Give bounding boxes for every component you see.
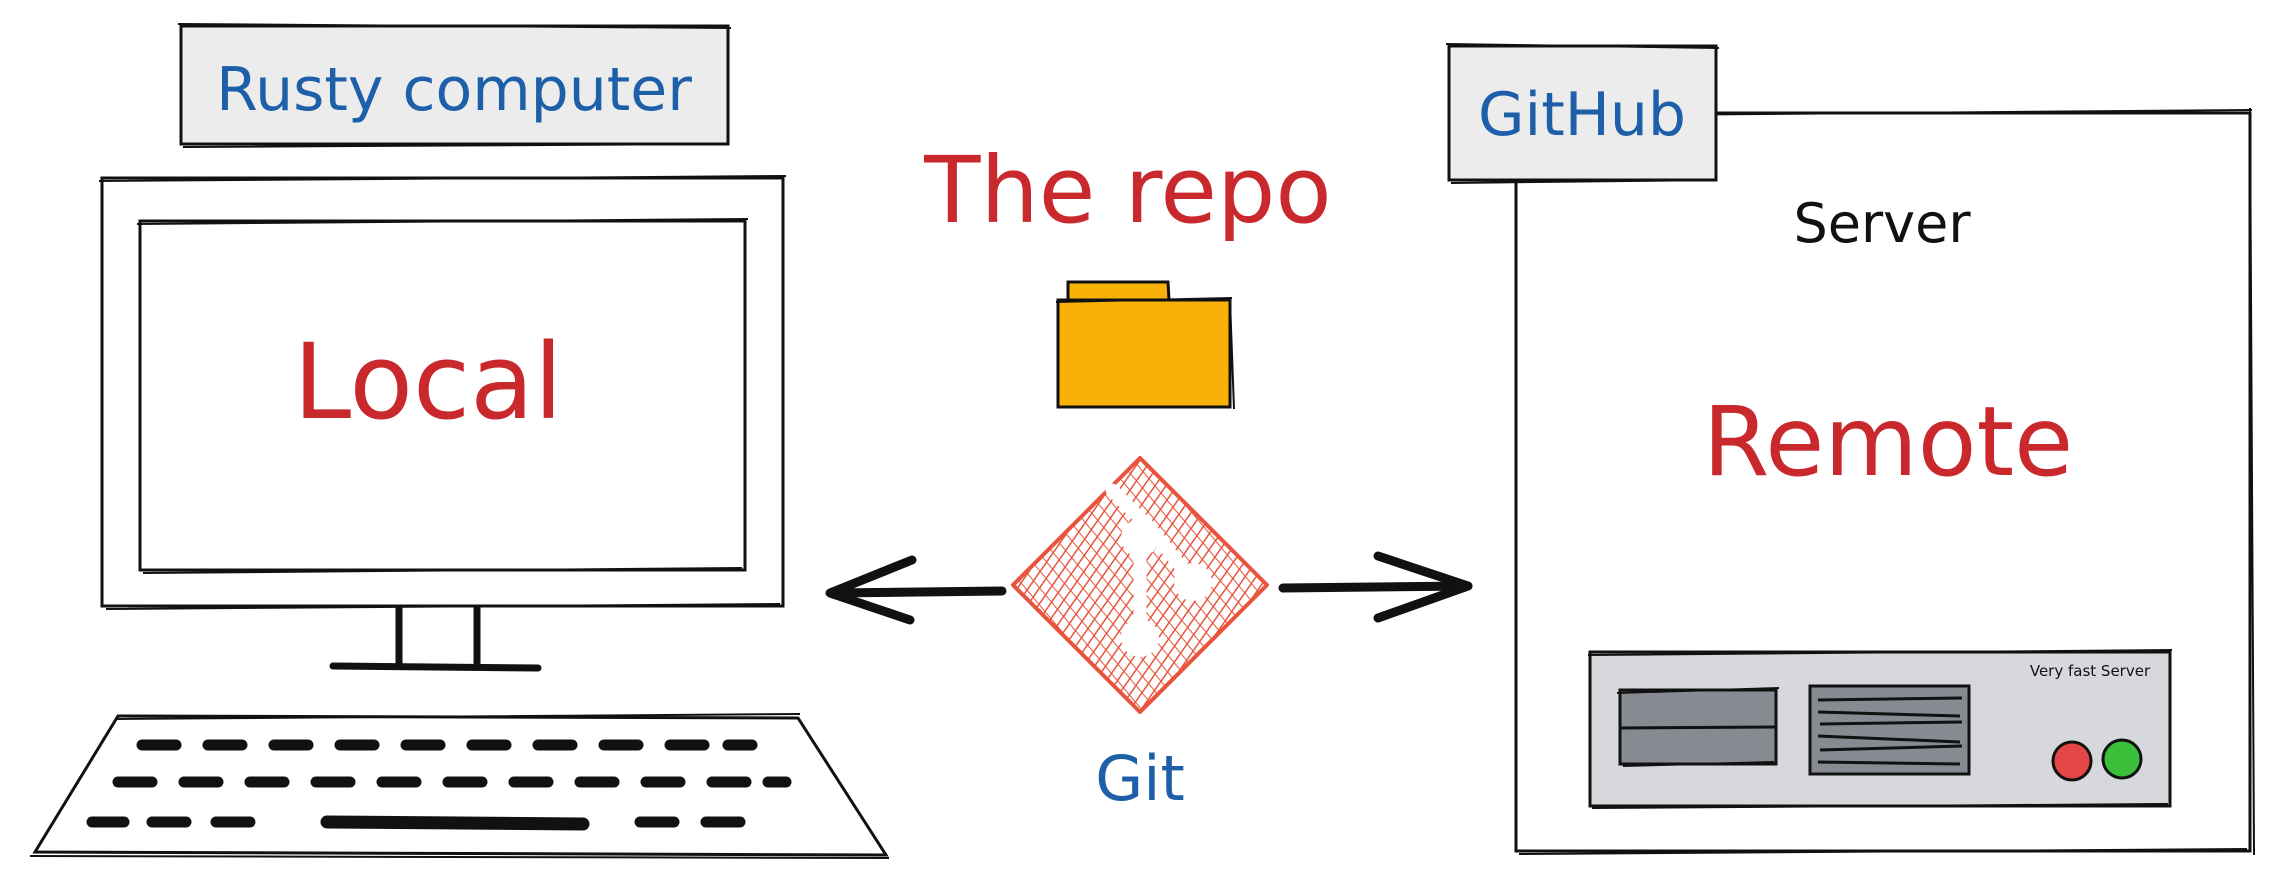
local-computer: Rusty computer Local: [29, 23, 890, 859]
server-label: Server: [1793, 192, 1971, 255]
very-fast-server-label: Very fast Server: [2030, 662, 2151, 680]
repo-section: The repo: [923, 137, 1331, 815]
red-led-icon: [2051, 740, 2093, 782]
keyboard: [29, 713, 890, 859]
folder-icon: [1055, 280, 1235, 410]
arrow-right: [1278, 551, 1473, 623]
monitor: Local: [98, 175, 787, 610]
local-label: Local: [293, 321, 563, 443]
green-led-icon: [2101, 738, 2143, 780]
drive-bay-left: [1616, 687, 1780, 767]
github-tag: GitHub: [1445, 43, 1720, 184]
repo-title: The repo: [923, 137, 1331, 244]
remote-label: Remote: [1703, 386, 2073, 498]
drive-bay-right: [1808, 684, 1971, 776]
monitor-stand: [329, 604, 542, 672]
rusty-computer-tag: Rusty computer: [177, 23, 732, 148]
github-label: GitHub: [1478, 80, 1686, 150]
git-logo-icon: [1011, 456, 1269, 714]
arrow-left: [825, 555, 1007, 625]
rack-server: Very fast Server: [1587, 649, 2173, 809]
remote-section: GitHub Server Remote: [1445, 43, 2255, 856]
rusty-computer-label: Rusty computer: [216, 55, 692, 125]
git-label: Git: [1095, 742, 1185, 815]
keyboard-keys: [86, 739, 792, 831]
